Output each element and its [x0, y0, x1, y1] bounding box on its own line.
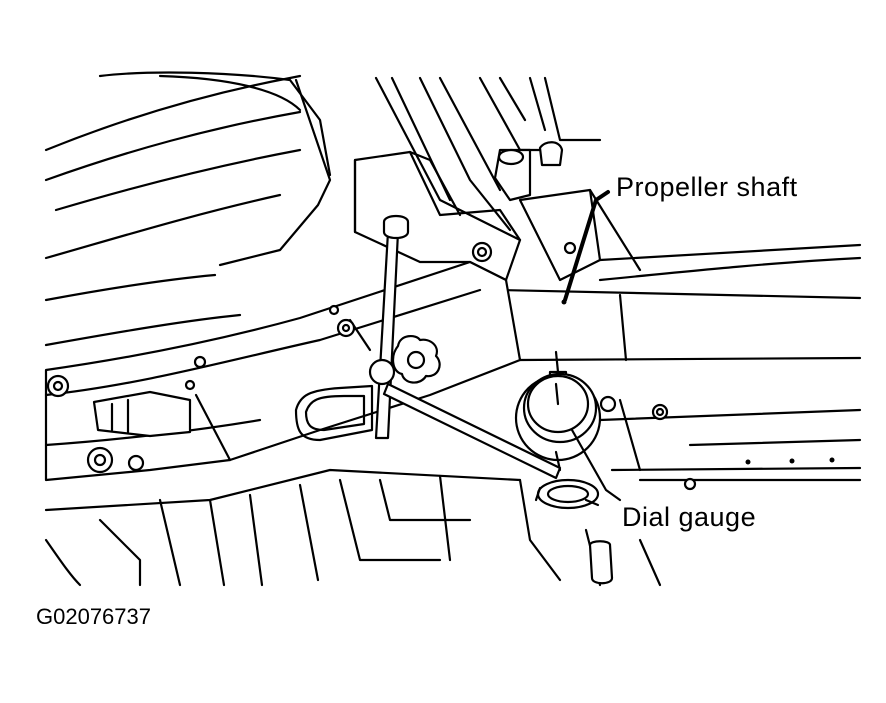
lower-structure — [44, 468, 662, 587]
floor-pan-curves — [44, 71, 332, 347]
clamp-knob — [392, 334, 441, 384]
gauge-arm — [382, 382, 562, 480]
figure-code: G02076737 — [36, 604, 151, 629]
tunnel-right — [493, 141, 862, 282]
chassis-rail — [44, 260, 522, 482]
stand-rod — [368, 214, 410, 440]
propeller-shaft-label: Propeller shaft — [616, 172, 798, 202]
dial-gauge-label: Dial gauge — [622, 502, 757, 532]
right-frame — [598, 395, 862, 491]
dial-gauge — [514, 350, 602, 510]
leader-lines — [563, 190, 622, 507]
propeller-shaft — [498, 288, 862, 362]
rail-bolts — [46, 304, 356, 474]
frame-members — [374, 76, 602, 242]
